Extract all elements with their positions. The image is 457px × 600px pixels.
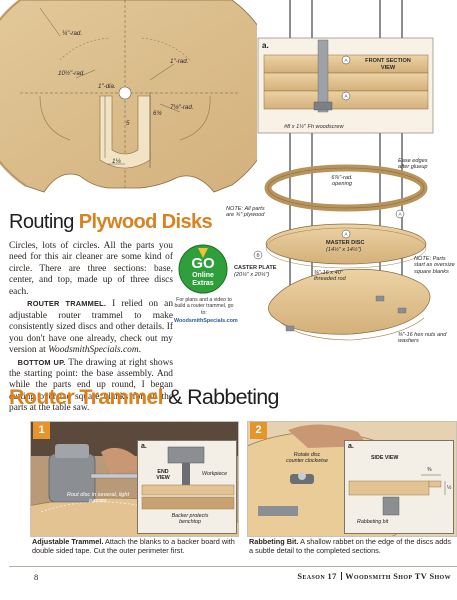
step-1-inset-tag: a. [141, 443, 147, 450]
badge-go-text: GO [191, 255, 215, 272]
ease-edges-callout: Ease edges after glueup [398, 158, 428, 171]
base-assembly-drawing: a. A A A B A FRONT SECTI [226, 0, 457, 360]
paragraph-router-trammel: ROUTER TRAMMEL. I relied on an adjustabl… [9, 299, 174, 356]
step-1-end-view-inset: a. END VIEW Workpiece Backer protects be… [137, 440, 237, 534]
woodscrew-callout: #8 x 1½" Fh woodscrew [284, 124, 344, 130]
section-title-router-trammel-rabbeting: Router Trammel & Rabbeting [9, 385, 280, 410]
online-extras-site-link[interactable]: WoodsmithSpecials.com [174, 317, 238, 324]
rabbet-width-dim: ⅜ [427, 467, 432, 473]
footer-divider [9, 566, 457, 567]
lightning-icon [198, 248, 208, 258]
step-2-number: 2 [250, 422, 267, 439]
opening-callout: 6⅞"-rad. opening [331, 175, 353, 188]
side-view-drawing [348, 474, 446, 516]
rabbet-depth-dim: ½ [447, 485, 452, 491]
run-in-head-router-trammel: ROUTER TRAMMEL. [27, 299, 107, 309]
disk-illustration [0, 0, 257, 193]
article-body: Circles, lots of circles. All the parts … [9, 241, 173, 415]
section-title-routing-plywood-disks: Routing Plywood Disks [9, 211, 213, 234]
part-letter-3: A [398, 212, 402, 217]
plywood-disk-drawing: ¼"-rad. 10½"-rad. 1"-rad. 1"-dia. 5 6¾ 7… [0, 0, 257, 212]
badge-extras-text: Extras [192, 280, 214, 287]
title-part-1: Routing [9, 211, 79, 233]
part-letter-1: A [344, 58, 348, 63]
step-2-inset-tag: a. [348, 443, 354, 450]
rout-disc-label: Rout disc in several, light passes [66, 492, 130, 505]
side-view-label: SIDE VIEW [371, 455, 399, 461]
paragraph-bottom-up: BOTTOM UP. The drawing at right shows th… [9, 357, 174, 414]
footer-season: Season 17 [297, 572, 337, 581]
badge-online-text: Online [192, 272, 214, 279]
paragraph-intro: Circles, lots of circles. All the parts … [9, 241, 173, 297]
plywood-note-callout: NOTE: All parts are ¾" plywood [226, 206, 265, 219]
dim-one-eighth: 1⅛ [112, 158, 121, 165]
master-disc-size: (14½" x 14½") [326, 247, 362, 253]
part-letter-2: A [344, 94, 348, 99]
step-1-number: 1 [33, 422, 50, 439]
dim-one-radius: 1"-rad. [170, 58, 189, 65]
hex-nuts-callout: ⅜"-16 hex nuts and washers [398, 332, 447, 345]
workpiece-label: Workpiece [202, 471, 228, 477]
dim-five: 5 [126, 120, 130, 127]
caster-plate-size: (20¼" x 20¼") [234, 272, 270, 278]
footer-separator [340, 572, 342, 580]
rotate-disc-label: Rotate disc counter clockwise [286, 452, 328, 465]
caster-plate-label: CASTER PLATE [234, 265, 277, 271]
step-2-side-view-inset: a. SIDE VIEW ⅜ ½ Rabbeting bit [344, 440, 454, 534]
step-2-caption: Rabbeting Bit. A shallow rabbet on the e… [249, 537, 451, 556]
online-extras-caption: For plans and a video to build a router … [174, 297, 238, 324]
step-1-caption: Adjustable Trammel. Attach the blanks to… [32, 537, 235, 556]
part-letter-4: B [256, 253, 259, 258]
threaded-rod-callout: ⅜"-16 x 40" threaded rod [314, 270, 346, 283]
section2-title-part-1: Router Trammel [9, 385, 164, 409]
master-disc-label: MASTER DISC [326, 240, 365, 246]
footer-series-label: Season 17 Woodsmith Shop TV Show [297, 572, 451, 581]
end-view-label: END VIEW [156, 469, 170, 482]
dim-six-three-quarter: 6¾ [153, 110, 162, 117]
woodsmith-specials-link[interactable]: WoodsmithSpecials.com [48, 345, 139, 356]
title-part-2: Plywood Disks [78, 211, 213, 233]
run-in-head-bottom-up: BOTTOM UP. [17, 357, 66, 367]
part-letter-5: A [344, 232, 348, 237]
dim-seven-eighth-radius: 7⅛"-rad. [170, 104, 194, 111]
backer-label: Backer protects benchtop [171, 513, 209, 526]
step-1-caption-lead: Adjustable Trammel. [32, 537, 104, 546]
end-view-drawing [141, 446, 235, 510]
assembly-inset-tag-text: a. [262, 41, 269, 50]
front-section-view-label: FRONT SECTION VIEW [365, 58, 411, 71]
assembly-illustration: a. A A A B A [253, 0, 434, 341]
dim-one-diameter: 1"-dia. [98, 83, 116, 90]
step-1-photo: 1 Rout disc in several, light passes a. … [30, 421, 239, 537]
section2-title-part-2: & Rabbeting [162, 385, 279, 409]
go-online-extras-badge[interactable]: GO Online Extras [178, 244, 228, 294]
dim-ten-half-radius: 10½"-rad. [58, 70, 85, 77]
step-2-caption-lead: Rabbeting Bit. [249, 537, 299, 546]
rabbeting-bit-label: Rabbeting bit [357, 519, 389, 525]
step-2-photo: 2 Rotate disc counter clockwise a. SIDE … [247, 421, 457, 537]
footer-show: Woodsmith Shop TV Show [345, 572, 451, 581]
dim-quarter-radius: ¼"-rad. [62, 30, 83, 37]
oversize-note-callout: NOTE: Parts start as oversize square bla… [414, 256, 455, 275]
page-number: 8 [34, 572, 39, 582]
